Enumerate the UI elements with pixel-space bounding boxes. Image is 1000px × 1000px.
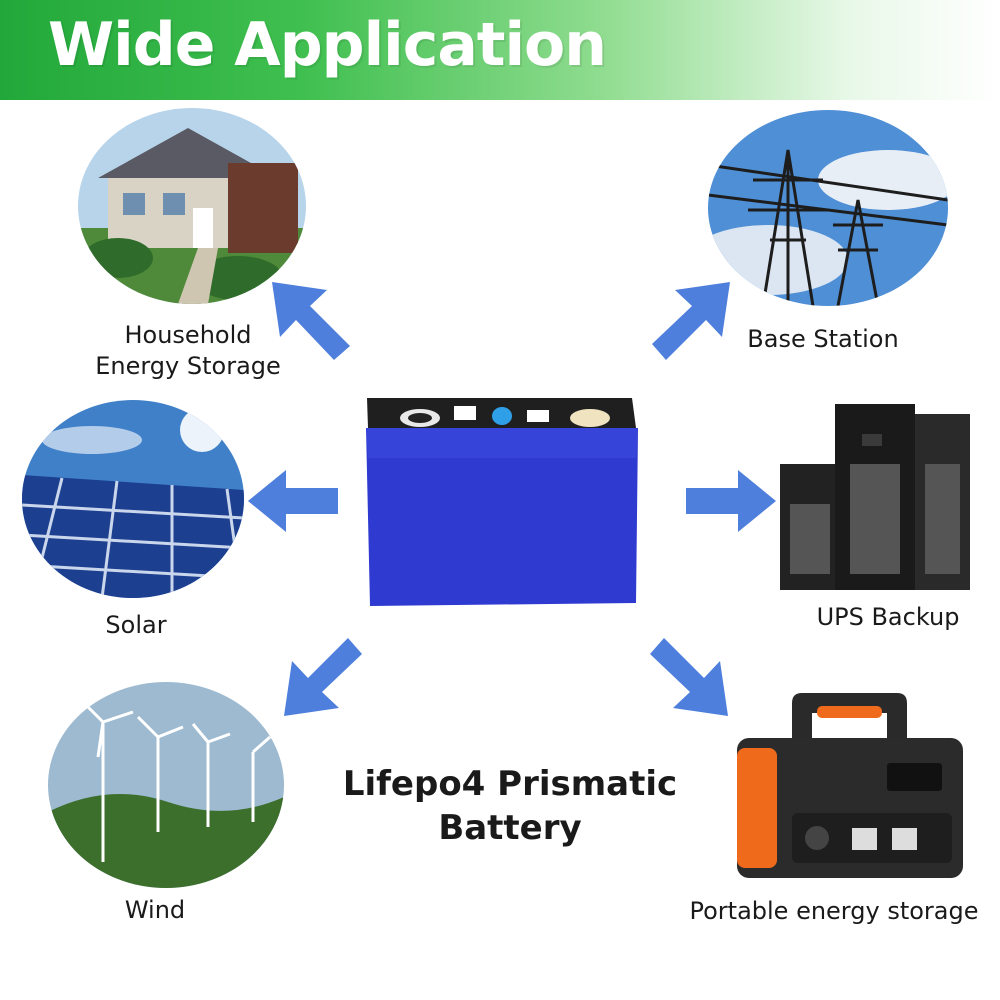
- ups-label: UPS Backup: [816, 603, 960, 631]
- solar-image: [22, 400, 244, 598]
- arrow-right-icon: [686, 470, 776, 532]
- solar-label: Solar: [105, 611, 167, 639]
- household-label: Household Energy Storage: [95, 321, 281, 381]
- product-title-line1: Lifepo4 Prismatic: [342, 764, 678, 804]
- portable-image: [732, 688, 968, 888]
- household-image: [78, 108, 306, 304]
- arrow-up-left-icon: [272, 282, 352, 362]
- arrow-left-icon: [248, 470, 338, 532]
- wind-label: Wind: [124, 896, 186, 924]
- portable-label: Portable energy storage: [689, 897, 979, 925]
- arrow-down-left-icon: [284, 636, 364, 716]
- arrow-up-right-icon: [650, 282, 730, 362]
- banner-title: Wide Application: [48, 10, 607, 80]
- base-station-label: Base Station: [747, 325, 899, 353]
- lifepo4-battery-image: [362, 398, 640, 608]
- arrow-down-right-icon: [648, 636, 728, 716]
- product-title-line2: Battery: [438, 808, 582, 849]
- product-title: Lifepo4 Prismatic Battery: [330, 762, 690, 850]
- ups-image: [780, 404, 970, 590]
- wind-image: [48, 682, 284, 888]
- title-banner: Wide Application: [0, 0, 1000, 100]
- base-station-image: [708, 110, 948, 306]
